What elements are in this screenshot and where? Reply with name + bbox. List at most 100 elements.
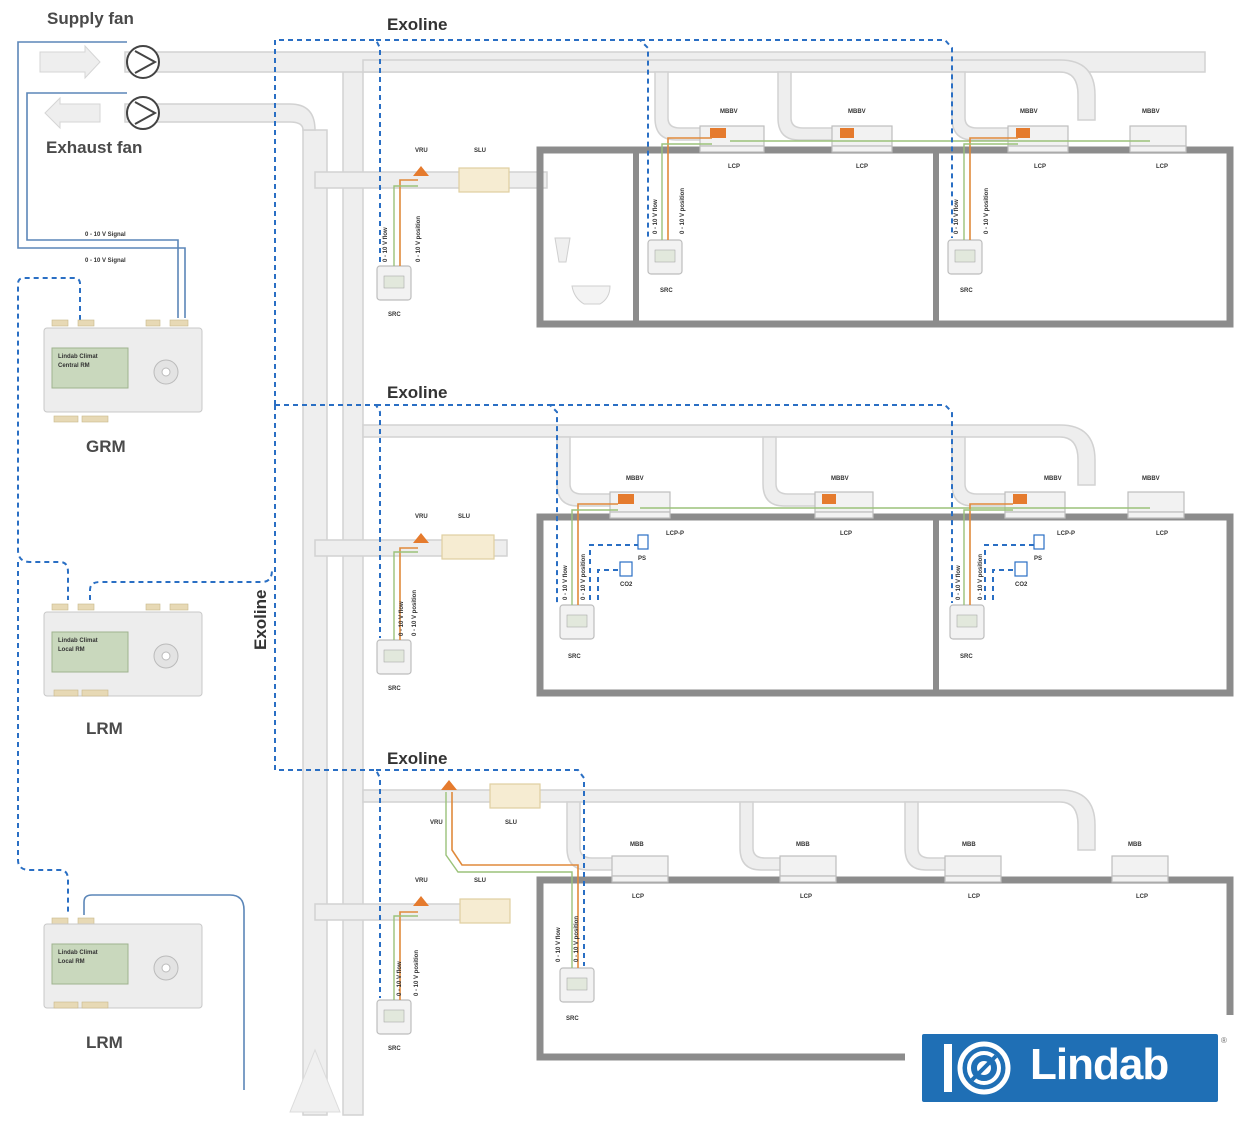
exhaust-fan-label: Exhaust fan — [46, 138, 142, 157]
plenum-label: MBBV — [1044, 476, 1062, 482]
diffuser — [700, 146, 764, 152]
diffuser — [1128, 512, 1184, 518]
diffuser-label: LCP — [968, 894, 980, 900]
plenum-box — [780, 856, 836, 876]
floor-2-controllers: SRC 0 - 10 V flow 0 - 10 V position SRC … — [377, 504, 1013, 692]
co2-sensor-icon — [1015, 562, 1027, 576]
plenum-actuator — [822, 494, 836, 504]
diffuser — [1008, 146, 1068, 152]
src-label: SRC — [388, 312, 401, 318]
src-label: SRC — [960, 654, 973, 660]
diffuser — [1112, 876, 1168, 882]
position-wire-label: 0 - 10 V position — [412, 590, 418, 636]
room-controller-display — [384, 650, 404, 662]
plenum-label: MBB — [630, 842, 644, 848]
terminal-block — [82, 1002, 108, 1008]
lrm-1-display-line1: Lindab Climat — [58, 638, 98, 644]
bus-grm-to-lrm1 — [18, 278, 80, 600]
exhaust-riser-duct — [303, 130, 327, 1115]
floor-1-room-outline — [540, 150, 1230, 324]
lrm-2-display-line2: Local RM — [58, 959, 85, 965]
diffuser — [612, 876, 668, 882]
floor-3-supply-silencer-label: SLU — [505, 820, 517, 826]
terminal-block — [146, 320, 160, 326]
diffuser-label: LCP — [1034, 164, 1046, 170]
floor-2-bus-label: Exoline — [387, 383, 447, 402]
terminal-block — [78, 604, 94, 610]
signal-label-1: 0 - 10 V Signal — [85, 232, 126, 238]
terminal-block — [170, 320, 188, 326]
lrm-controller-2: Lindab Climat Local RM LRM — [44, 918, 202, 1052]
terminal-block — [54, 1002, 78, 1008]
src-label: SRC — [960, 288, 973, 294]
floor-1-bus-label: Exoline — [387, 15, 447, 34]
position-wire-label: 0 - 10 V position — [414, 950, 420, 996]
terminal-block — [52, 918, 68, 924]
plenum-box — [1128, 492, 1184, 512]
terminal-block — [54, 416, 78, 422]
terminal-block — [82, 690, 108, 696]
floor-3-exhaust-silencer — [460, 899, 510, 923]
flow-wire-label: 0 - 10 V flow — [397, 961, 403, 996]
plenum-label: MBBV — [720, 109, 738, 115]
position-wire-label: 0 - 10 V position — [416, 216, 422, 262]
signal-label-2: 0 - 10 V Signal — [85, 258, 126, 264]
floor-3-room-outline — [540, 880, 1230, 1057]
plenum-label: MBBV — [1142, 476, 1160, 482]
room-controller-display — [567, 615, 587, 627]
position-wire-label: 0 - 10 V position — [574, 916, 580, 962]
floor-3-supply-vav-damper — [441, 780, 457, 790]
co2-sensor-bus — [598, 570, 620, 600]
diffuser-label: LCP — [800, 894, 812, 900]
plenum-box — [700, 126, 764, 146]
floor-2-silencer-label: SLU — [458, 514, 470, 520]
plenum-box — [945, 856, 1001, 876]
floor-2-vav-damper — [413, 533, 429, 543]
plenum-label: MBBV — [848, 109, 866, 115]
diffuser — [1130, 146, 1186, 152]
src-label: SRC — [388, 1046, 401, 1052]
plenum-label: MBBV — [1142, 109, 1160, 115]
lrm-1-nav-button — [162, 652, 170, 660]
terminal-block — [82, 416, 108, 422]
floor-3-supply-vru-label: VRU — [430, 820, 443, 826]
presence-sensor-label: PS — [1034, 556, 1042, 562]
plenum-actuator — [710, 128, 726, 138]
diffuser-label: LCP-P — [1057, 531, 1075, 537]
lrm-1-label: LRM — [86, 719, 123, 738]
plenum-actuator — [618, 494, 634, 504]
flow-wire — [964, 144, 1018, 240]
position-wire-label: 0 - 10 V position — [581, 554, 587, 600]
floor-3: SLU VRU SLU VRU MBB LCP MBB LCP MBB LCP — [315, 749, 1230, 1057]
src-label: SRC — [388, 686, 401, 692]
riser-bus-label: Exoline — [251, 590, 270, 650]
plenum-actuator — [1016, 128, 1030, 138]
lrm-controller-1: Lindab Climat Local RM LRM — [44, 604, 202, 738]
presence-sensor-icon — [1034, 535, 1044, 549]
diffuser — [780, 876, 836, 882]
room-controller-display — [957, 615, 977, 627]
floor-3-bus-label: Exoline — [387, 749, 447, 768]
plenum-label: MBB — [796, 842, 810, 848]
floor-2: SLU VRU MBBV LCP-P MBBV LCP MBBV LCP-P — [315, 383, 1230, 693]
src-label: SRC — [566, 1016, 579, 1022]
lindab-logo: Lindab — [922, 1034, 1218, 1102]
presence-sensor-label: PS — [638, 556, 646, 562]
floor-2-vru-label: VRU — [415, 514, 428, 520]
registered-mark: ® — [1221, 1036, 1227, 1045]
terminal-block — [54, 690, 78, 696]
flow-wire — [964, 510, 1013, 605]
terminal-block — [78, 320, 94, 326]
floor-1-silencer-label: SLU — [474, 148, 486, 154]
flow-wire-label: 0 - 10 V flow — [399, 601, 405, 636]
co2-sensor-label: CO2 — [620, 582, 633, 588]
diffuser-label: LCP — [856, 164, 868, 170]
diffuser-label: LCP — [632, 894, 644, 900]
grm-nav-button — [162, 368, 170, 376]
diffuser — [610, 512, 670, 518]
src-label: SRC — [568, 654, 581, 660]
riser-ducts — [290, 68, 363, 1115]
lindab-logo-icon — [944, 1040, 1014, 1096]
